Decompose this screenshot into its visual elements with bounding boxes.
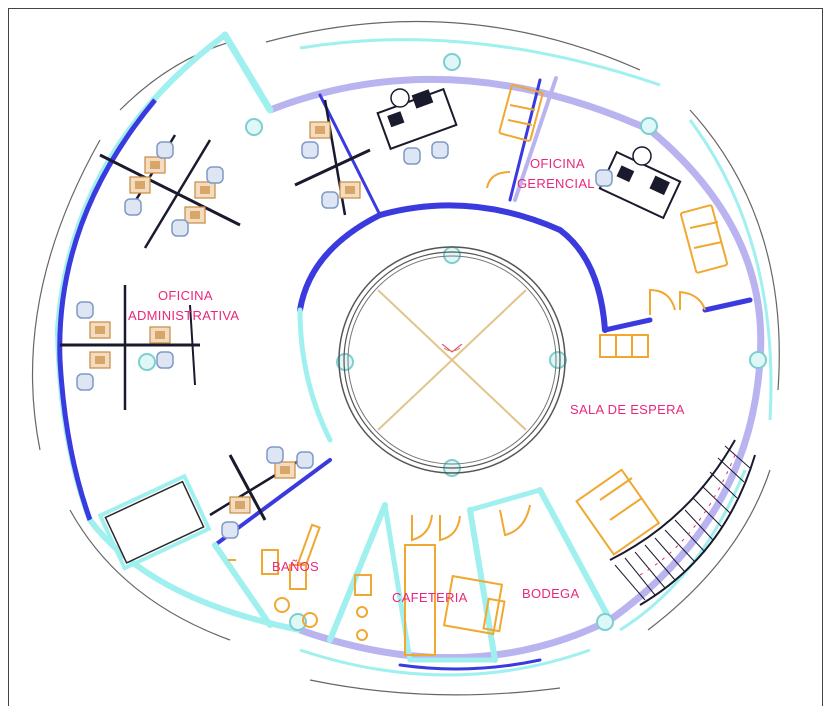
dimension-arcs [31, 20, 780, 696]
columns [138, 53, 767, 631]
staircase [609, 439, 756, 606]
central-atrium [338, 246, 566, 474]
partition-walls [97, 31, 753, 671]
outer-walls [54, 32, 773, 677]
label-cafeteria: CAFETERIA [392, 590, 468, 605]
label-banos: BAÑOS [272, 559, 319, 574]
label-bodega: BODEGA [522, 586, 579, 601]
label-oficina-admin-2: ADMINISTRATIVA [128, 308, 239, 323]
manager-desks [376, 87, 682, 220]
orange-furniture [228, 84, 729, 656]
label-oficina-gerencial-1: OFICINA [530, 156, 585, 171]
label-oficina-admin-1: OFICINA [158, 288, 213, 303]
drawing-frame [8, 8, 823, 706]
label-oficina-gerencial-2: GERENCIAL [517, 176, 595, 191]
label-sala-espera: SALA DE ESPERA [570, 402, 685, 417]
admin-workstations [60, 99, 371, 539]
